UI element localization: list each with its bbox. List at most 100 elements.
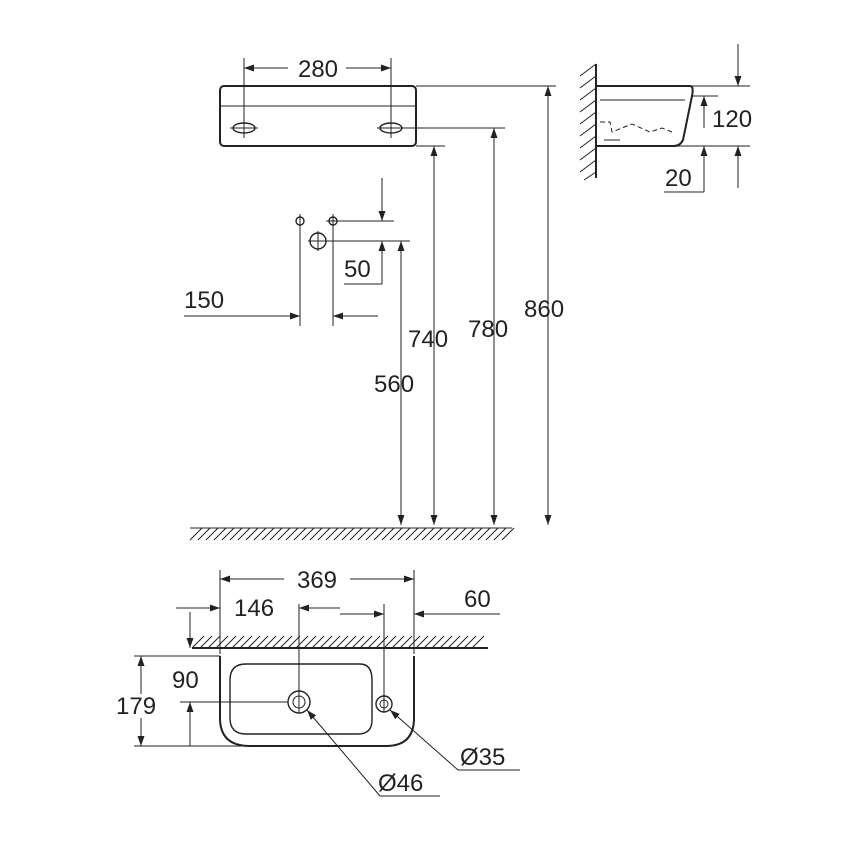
hatch-line bbox=[341, 527, 355, 541]
height-dimensions: 560 740 780 860 bbox=[374, 86, 564, 525]
hatch-line bbox=[501, 527, 515, 541]
hatch-line bbox=[229, 527, 243, 541]
hatch-line bbox=[303, 635, 317, 649]
dim-146-label: 146 bbox=[234, 595, 274, 622]
dim-120-label: 120 bbox=[712, 106, 752, 133]
dim-780-label: 780 bbox=[468, 316, 508, 343]
hatch-line bbox=[199, 635, 213, 649]
hatch-line bbox=[285, 527, 299, 541]
hatch-line bbox=[327, 635, 341, 649]
hatch-line bbox=[277, 527, 291, 541]
hatch-line bbox=[221, 527, 235, 541]
mounting-hole-left bbox=[230, 118, 258, 138]
hatch-line bbox=[263, 635, 277, 649]
hatch-line bbox=[373, 527, 387, 541]
hatch-line bbox=[319, 635, 333, 649]
dim-560-label: 560 bbox=[374, 371, 414, 398]
hatch-line bbox=[189, 527, 203, 541]
dim-60-label: 60 bbox=[464, 586, 491, 613]
hatch-line bbox=[389, 527, 403, 541]
hatch-line bbox=[383, 635, 397, 649]
dim-860-label: 860 bbox=[524, 296, 564, 323]
dim-90-label: 90 bbox=[172, 667, 199, 694]
mounting-hole-right bbox=[377, 118, 405, 138]
hatch-line bbox=[469, 527, 483, 541]
side-view: 120 20 bbox=[579, 44, 752, 193]
dim-20-label: 20 bbox=[665, 165, 692, 192]
hatch-line bbox=[215, 635, 229, 649]
hatch-line bbox=[381, 527, 395, 541]
hatch-line bbox=[477, 527, 491, 541]
hatch-line bbox=[223, 635, 237, 649]
hatch-line bbox=[423, 635, 437, 649]
hatch-line bbox=[247, 635, 261, 649]
hatch-line bbox=[311, 635, 325, 649]
waste-hole-diameter-label: Ø46 bbox=[378, 770, 423, 797]
hatch-line bbox=[245, 527, 259, 541]
hatch-line bbox=[429, 527, 443, 541]
hatch-line bbox=[269, 527, 283, 541]
hatch-line bbox=[461, 527, 475, 541]
hatch-line bbox=[437, 527, 451, 541]
hatch-line bbox=[351, 635, 365, 649]
hatch-line bbox=[333, 527, 347, 541]
hatch-line bbox=[253, 527, 267, 541]
hatch-line bbox=[405, 527, 419, 541]
hatch-line bbox=[431, 635, 445, 649]
hatch-line bbox=[365, 527, 379, 541]
hatch-line bbox=[413, 527, 427, 541]
hatch-line bbox=[295, 635, 309, 649]
hatch-line bbox=[261, 527, 275, 541]
hatch-line bbox=[359, 635, 373, 649]
hatch-line bbox=[335, 635, 349, 649]
hatch-line bbox=[421, 527, 435, 541]
dim-740-label: 740 bbox=[408, 326, 448, 353]
hatch-line bbox=[271, 635, 285, 649]
floor-line bbox=[189, 527, 515, 541]
dim-150-label: 150 bbox=[184, 287, 224, 314]
hatch-line bbox=[391, 635, 405, 649]
dim-280-label: 280 bbox=[298, 56, 338, 83]
hatch-line bbox=[453, 527, 467, 541]
front-view: 280 bbox=[219, 56, 417, 147]
hatch-line bbox=[455, 635, 469, 649]
hatch-line bbox=[439, 635, 453, 649]
hatch-line bbox=[197, 527, 211, 541]
tap-hole-diameter-label: Ø35 bbox=[460, 744, 505, 771]
plan-view: 369 146 60 179 90 Ø35 Ø46 bbox=[116, 567, 520, 797]
hatch-line bbox=[415, 635, 429, 649]
hatch-line bbox=[207, 635, 221, 649]
hatch-line bbox=[471, 635, 485, 649]
hatch-line bbox=[191, 635, 205, 649]
hatch-line bbox=[349, 527, 363, 541]
hatch-line bbox=[485, 527, 499, 541]
dim-369-label: 369 bbox=[297, 567, 337, 594]
hatch-line bbox=[255, 635, 269, 649]
hatch-line bbox=[239, 635, 253, 649]
hatch-line bbox=[317, 527, 331, 541]
hatch-line bbox=[399, 635, 413, 649]
hatch-line bbox=[445, 527, 459, 541]
hatch-line bbox=[293, 527, 307, 541]
hatch-line bbox=[367, 635, 381, 649]
hatch-line bbox=[213, 527, 227, 541]
hatch-line bbox=[231, 635, 245, 649]
hatch-line bbox=[279, 635, 293, 649]
hatch-line bbox=[357, 527, 371, 541]
hatch-line bbox=[309, 527, 323, 541]
hatch-line bbox=[287, 635, 301, 649]
supply-inlets: 50 150 bbox=[184, 178, 410, 326]
hatch-line bbox=[493, 527, 507, 541]
hatch-line bbox=[205, 527, 219, 541]
hatch-line bbox=[237, 527, 251, 541]
dim-179-label: 179 bbox=[116, 693, 156, 720]
hatch-line bbox=[397, 527, 411, 541]
hatch-line bbox=[463, 635, 477, 649]
hatch-line bbox=[375, 635, 389, 649]
hatch-line bbox=[447, 635, 461, 649]
hatch-line bbox=[325, 527, 339, 541]
hatch-line bbox=[343, 635, 357, 649]
dim-50-label: 50 bbox=[344, 256, 371, 283]
hatch-line bbox=[301, 527, 315, 541]
